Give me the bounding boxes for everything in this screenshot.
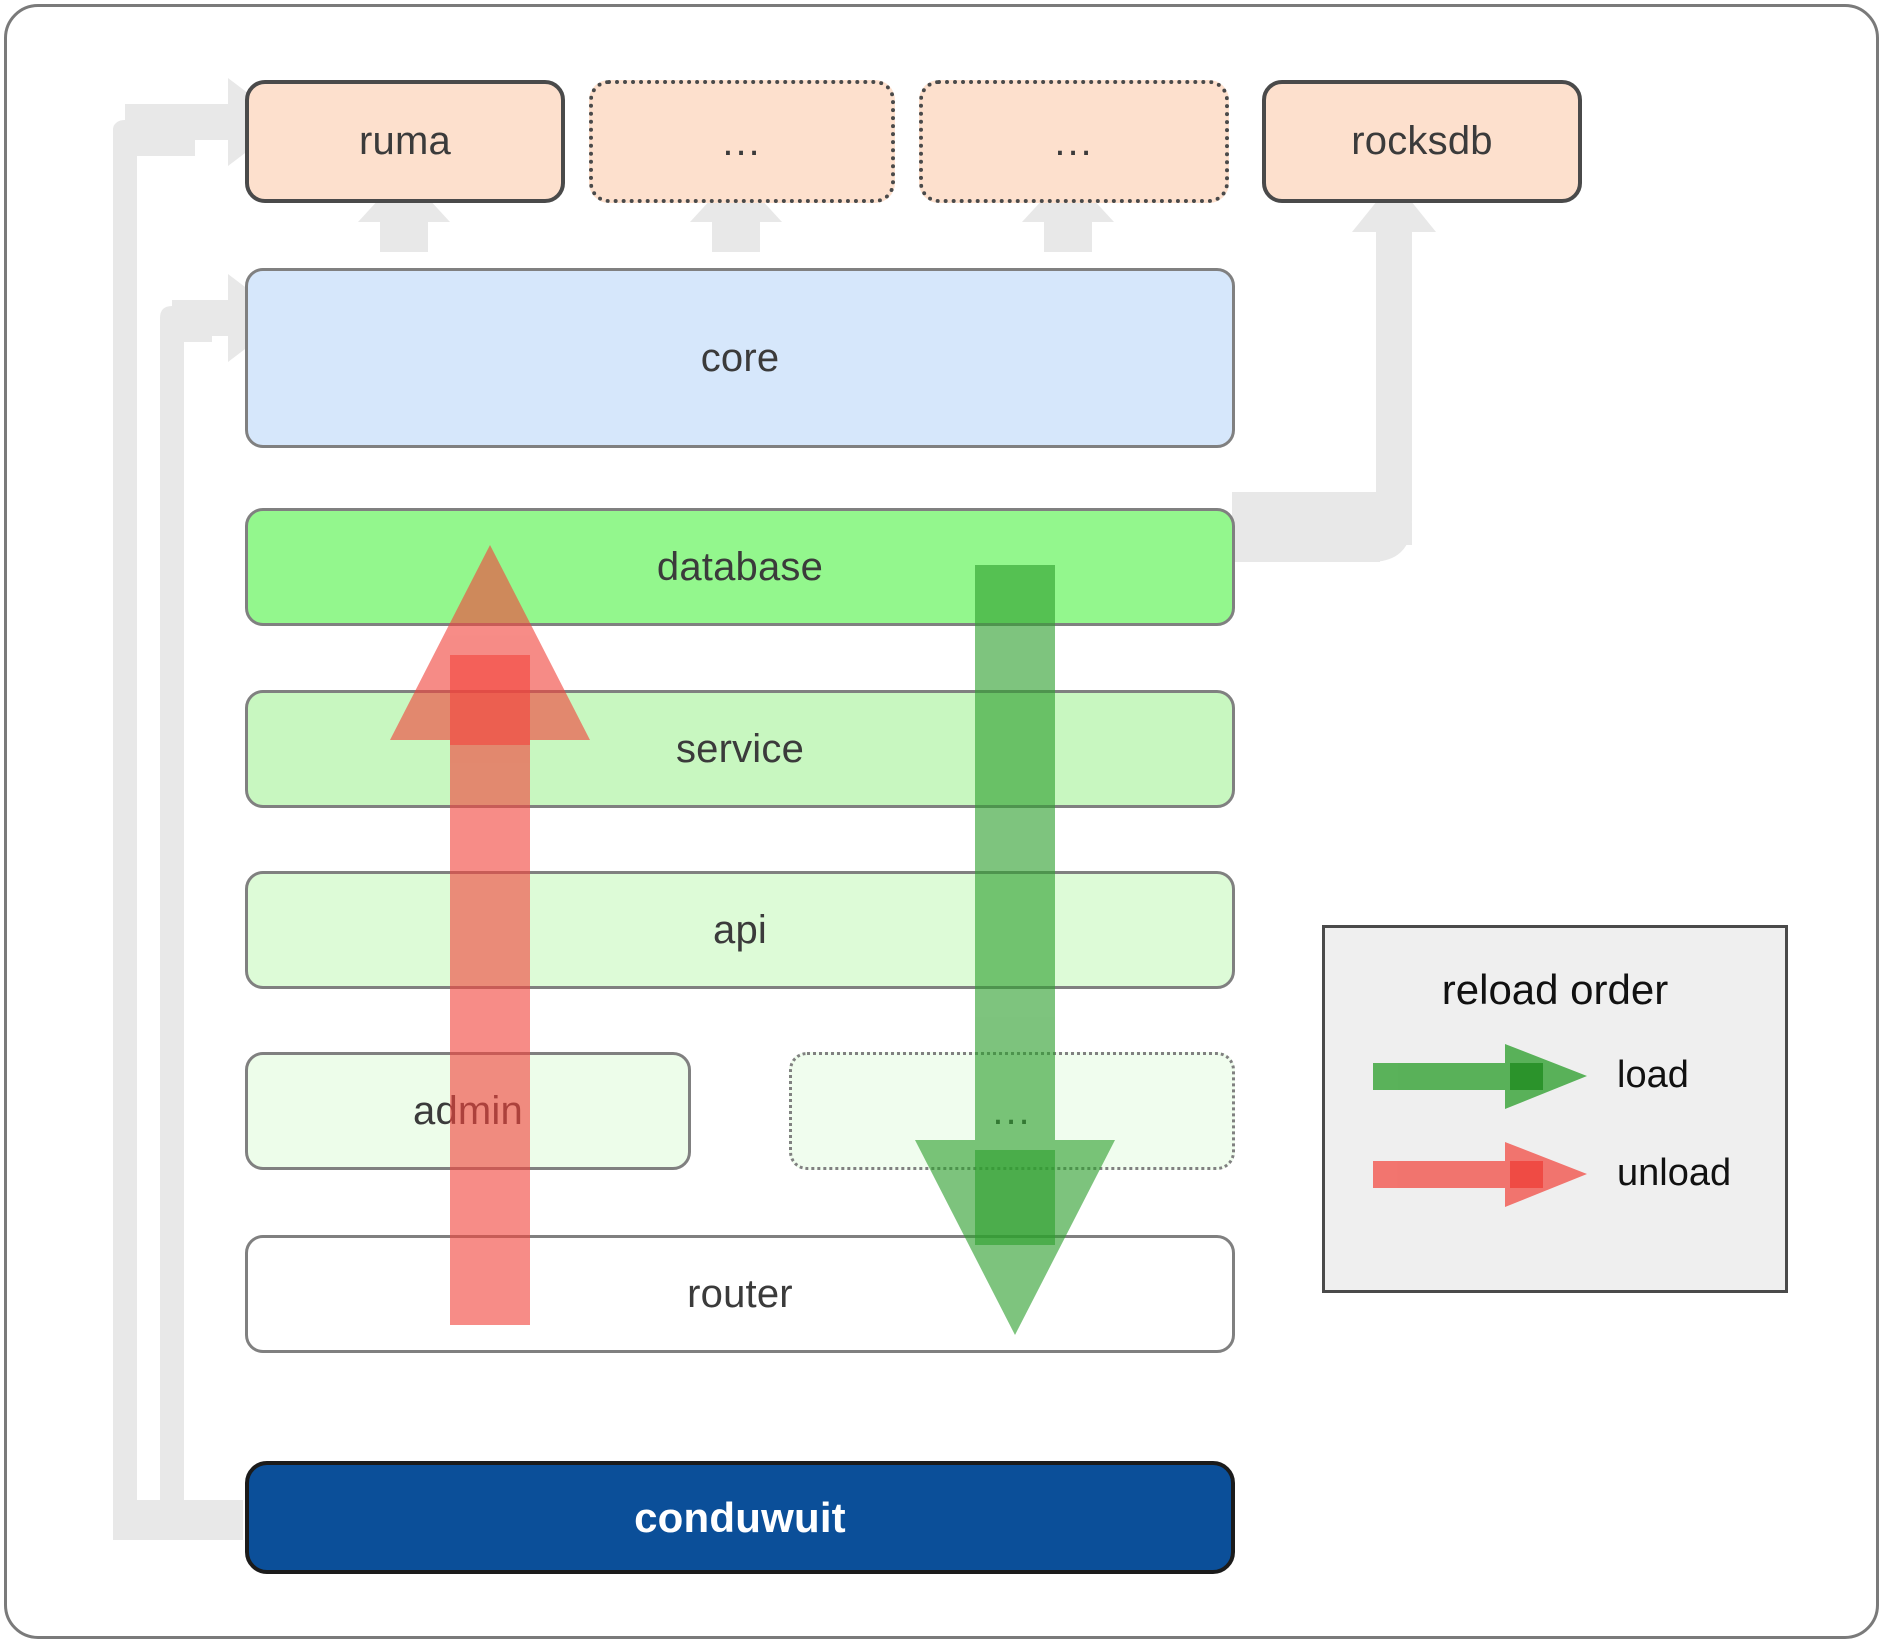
layer-label-admin: admin bbox=[413, 1088, 523, 1133]
root-box-conduwuit[interactable]: conduwuit bbox=[245, 1461, 1235, 1574]
legend-arrow-swatches bbox=[1373, 1044, 1587, 1207]
diagram-frame bbox=[4, 4, 1879, 1639]
legend-swatch-unload bbox=[1373, 1142, 1587, 1207]
legend-label-unload: unload bbox=[1617, 1152, 1732, 1194]
layer-box-router[interactable]: router bbox=[245, 1235, 1235, 1353]
legend-title: reload order bbox=[1441, 966, 1669, 1013]
root-label-conduwuit: conduwuit bbox=[634, 1493, 846, 1541]
dependency-label-ruma: ruma bbox=[359, 119, 451, 163]
legend-swatch-load-head-highlight bbox=[1510, 1063, 1543, 1090]
dependency-label-rocksdb: rocksdb bbox=[1351, 119, 1493, 163]
dependency-box-ruma[interactable]: ruma bbox=[245, 80, 565, 203]
layer-box-core[interactable]: core bbox=[245, 268, 1235, 448]
layer-label-service: service bbox=[675, 726, 805, 771]
layer-label-dots-3: ... bbox=[992, 1089, 1032, 1133]
layer-label-router: router bbox=[687, 1271, 793, 1316]
legend-panel: reload order load unload bbox=[1322, 925, 1788, 1293]
layer-box-dots-3[interactable]: ... bbox=[789, 1052, 1235, 1170]
dependency-label-dots-2: ... bbox=[1054, 119, 1094, 164]
layer-box-database[interactable]: database bbox=[245, 508, 1235, 626]
legend-label-load: load bbox=[1617, 1054, 1689, 1096]
dependency-box-dots-1[interactable]: ... bbox=[589, 80, 895, 203]
layer-box-api[interactable]: api bbox=[245, 871, 1235, 989]
legend-swatch-load bbox=[1373, 1044, 1587, 1109]
layer-box-admin[interactable]: admin bbox=[245, 1052, 691, 1170]
layer-label-api: api bbox=[713, 907, 767, 952]
dependency-box-rocksdb[interactable]: rocksdb bbox=[1262, 80, 1582, 203]
dependency-box-dots-2[interactable]: ... bbox=[919, 80, 1229, 203]
layer-box-service[interactable]: service bbox=[245, 690, 1235, 808]
legend-swatch-unload-head-highlight bbox=[1510, 1161, 1543, 1188]
layer-label-core: core bbox=[700, 335, 780, 380]
layer-label-database: database bbox=[656, 544, 824, 589]
dependency-label-dots-1: ... bbox=[722, 119, 762, 164]
